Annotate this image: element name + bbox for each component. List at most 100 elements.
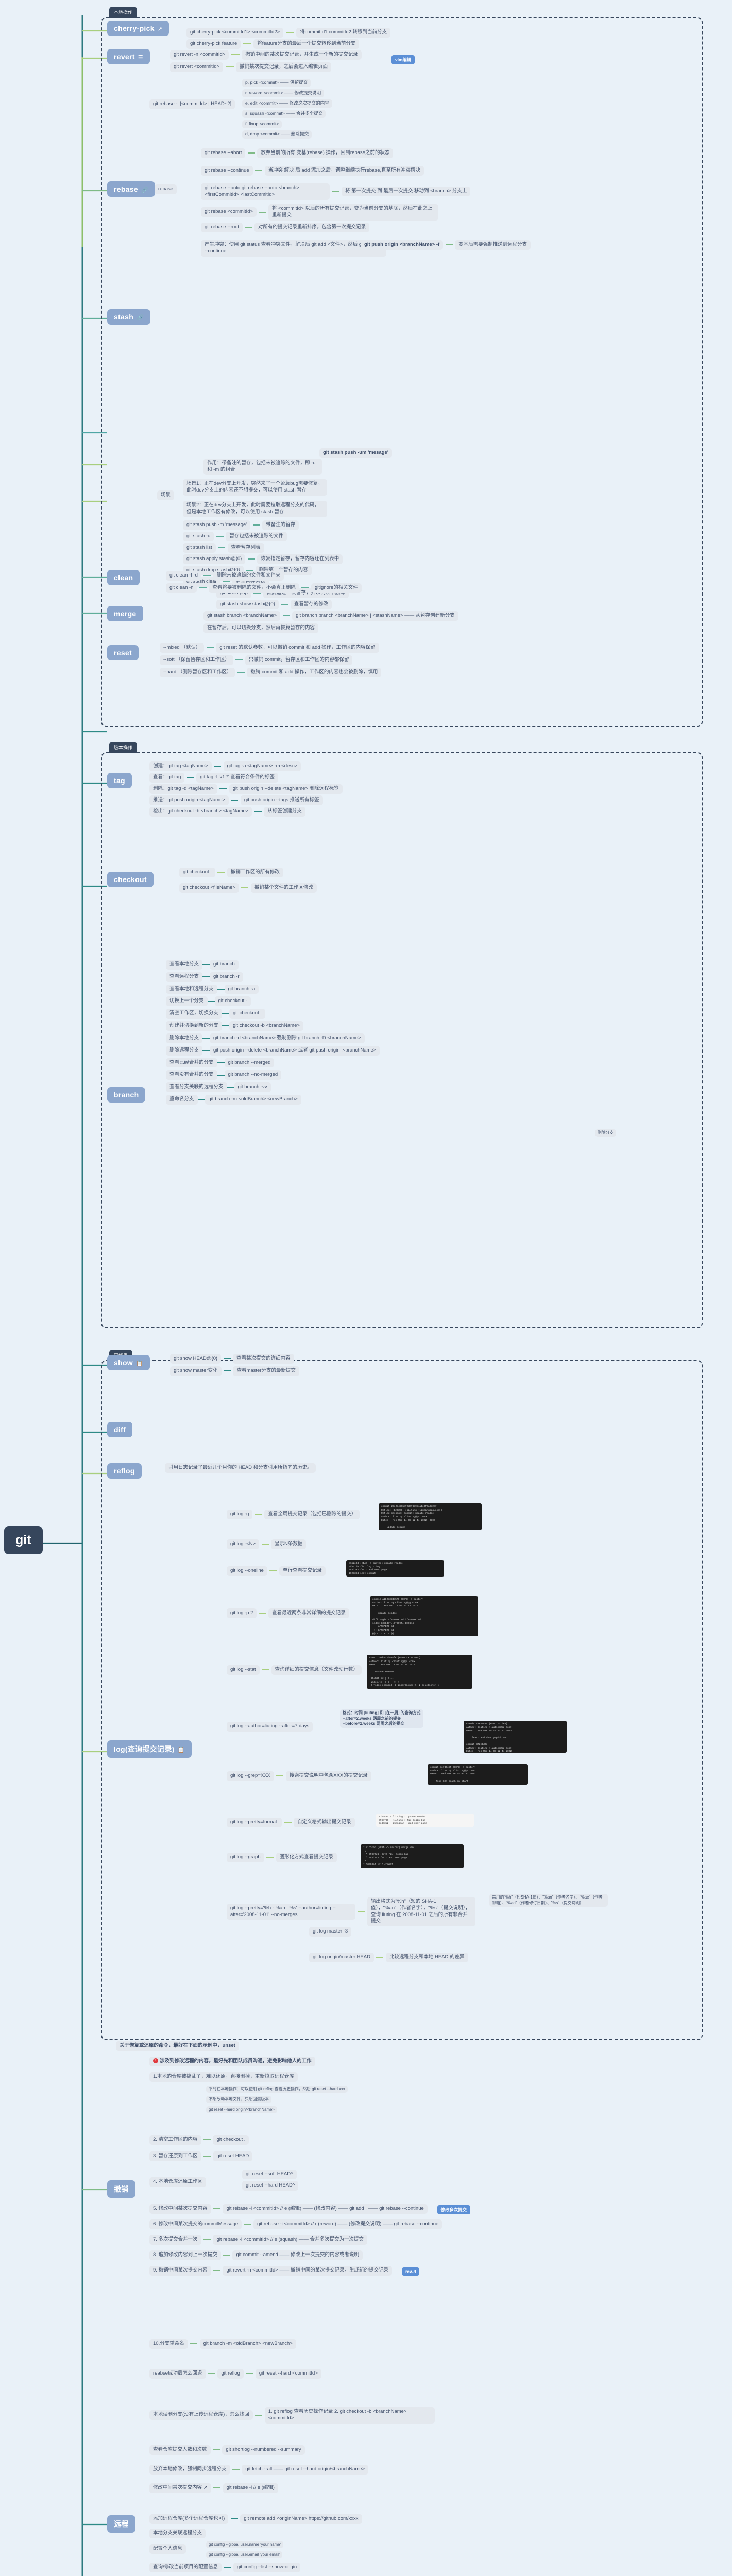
cmd[interactable]: git rebase --onto git rebase --onto <bra…: [201, 183, 330, 200]
cmd[interactable]: git checkout .: [213, 2135, 249, 2145]
cmd[interactable]: git log --graph: [227, 1853, 264, 1862]
cmd[interactable]: git rebase -i [<commitId> | HEAD~2]: [149, 99, 235, 109]
cmd[interactable]: git reset --hard HEAD^: [242, 2180, 299, 2191]
cmd[interactable]: git branch -m <oldBranch> <newBranch>: [205, 1094, 301, 1105]
cmd[interactable]: git checkout <fileName>: [179, 883, 239, 893]
cmd[interactable]: git log master -3: [309, 1927, 352, 1937]
cmd[interactable]: git config --list --show-origin: [233, 2563, 301, 2572]
cmd[interactable]: git revert -n <commitId> —— 撤销中间的某次提交记录，…: [223, 2266, 393, 2276]
cmd[interactable]: git rebase -i <commitId> // s (squash) —…: [213, 2235, 368, 2245]
branch-branch[interactable]: branch: [107, 1087, 146, 1103]
cmd[interactable]: git reset --hard origin/<branchName>: [206, 2106, 277, 2114]
cmd[interactable]: 1. git reflog 查看历史操作记录 2. git checkout -…: [264, 2407, 435, 2424]
cmd[interactable]: git stash branch <branchName>: [203, 611, 281, 621]
cmd[interactable]: git log --stat: [227, 1665, 260, 1675]
branch-tag[interactable]: tag: [107, 773, 132, 788]
cmd[interactable]: git branch -d <branchName> 强制删除 git bran…: [210, 1033, 365, 1043]
branch-cherry-pick[interactable]: cherry-pick↗: [107, 21, 169, 36]
cmd[interactable]: git checkout .: [229, 1009, 265, 1019]
branch-merge[interactable]: merge: [107, 606, 143, 621]
cmd[interactable]: 检出：git checkout -b <branch> <tagName>: [149, 807, 252, 817]
branch-rebase[interactable]: rebase🔗: [107, 181, 155, 197]
cmd[interactable]: git rebase <commitId>: [201, 207, 257, 217]
branch-show[interactable]: show📋: [107, 1355, 150, 1370]
cmd[interactable]: 推送：git push origin <tagName>: [149, 795, 229, 805]
cmd[interactable]: git clean -f -d: [166, 571, 201, 581]
cmd[interactable]: git config --global user.name 'your name…: [206, 2540, 283, 2549]
branch-stash[interactable]: stash🔗: [107, 309, 151, 325]
cmd[interactable]: git branch -a: [224, 984, 259, 994]
cmd[interactable]: git remote add <originName> https://gith…: [240, 2514, 362, 2524]
cmd[interactable]: git log -g: [227, 1510, 253, 1519]
cmd[interactable]: git rebase --continue: [201, 166, 253, 176]
cmd[interactable]: git shortlog --numbered --summary: [222, 2445, 305, 2455]
tag-child-1: 创建：git tag <tagName> git tag -a <tagName…: [149, 761, 301, 771]
cmd2[interactable]: git reset --hard <commitId>: [255, 2369, 321, 2379]
cmd[interactable]: git revert -n <commitId>: [170, 50, 229, 60]
cmd[interactable]: git rebase -i // e (编辑): [223, 2483, 278, 2493]
cmd[interactable]: git config --global user.email 'your ema…: [206, 2551, 283, 2559]
cmd[interactable]: git branch -vv: [234, 1082, 271, 1092]
cmd[interactable]: 平时在本地操作：可以使用 git reflog 查看历史操作，然后 git re…: [206, 2085, 348, 2093]
cmd[interactable]: git stash apply stash@{0}: [183, 554, 246, 564]
cmd[interactable]: git fetch --all —— git reset --hard orig…: [242, 2465, 369, 2475]
cmd[interactable]: git reset --soft HEAD^: [242, 2170, 297, 2179]
cmd[interactable]: --hard （删除暂存区和工作区）: [160, 668, 235, 677]
revert-label: revert: [114, 53, 135, 61]
branch-checkout[interactable]: checkout: [107, 872, 154, 887]
branch-reset[interactable]: reset: [107, 645, 139, 660]
cmd[interactable]: git stash push -m 'message': [183, 520, 251, 530]
show-label: show: [114, 1359, 133, 1367]
cmd[interactable]: git branch --no-merged: [224, 1070, 282, 1080]
cmd[interactable]: git checkout .: [179, 868, 215, 877]
rebase-i-cmd[interactable]: git rebase -i [<commitId> | HEAD~2]: [149, 99, 235, 109]
cmd[interactable]: git log --grep=XXX: [227, 1771, 274, 1781]
branch-reflog[interactable]: reflog: [107, 1463, 142, 1479]
cmd[interactable]: git stash list: [183, 543, 216, 553]
cmd[interactable]: git clean -n: [166, 583, 197, 593]
cmd[interactable]: git branch -r: [210, 972, 243, 982]
branch-log[interactable]: log(查询提交记录)📋: [107, 1740, 192, 1758]
cmd[interactable]: git log --oneline: [227, 1566, 267, 1576]
text: 本地误删分支(没有上传远程仓库)，怎么找回: [149, 2410, 253, 2420]
cmd[interactable]: git show HEAD@{0}: [170, 1354, 222, 1364]
cmd[interactable]: git revert <commitId>: [170, 62, 224, 72]
cmd[interactable]: git branch --merged: [224, 1058, 275, 1068]
cmd[interactable]: git rebase --abort: [201, 148, 246, 158]
cmd[interactable]: git rebase -i <commitId> // r (reword) —…: [253, 2219, 442, 2229]
cmd[interactable]: git log --pretty='%h - %an : %s' --autho…: [227, 1903, 355, 1920]
cmd[interactable]: git reflog: [217, 2369, 244, 2379]
cmd[interactable]: --soft （保留暂存区和工作区）: [160, 655, 233, 665]
cmd[interactable]: git stash show stash@{0}: [216, 600, 279, 609]
cmd[interactable]: git checkout -: [214, 996, 251, 1007]
cmd[interactable]: git log origin/master HEAD: [309, 1953, 374, 1962]
cmd[interactable]: git rebase -i <commitId> // e (编辑) —— (修…: [223, 2204, 428, 2214]
branch-remote[interactable]: 远程: [107, 2515, 135, 2533]
cmd[interactable]: git show master变化: [170, 1366, 222, 1376]
branch-diff[interactable]: diff: [107, 1422, 132, 1437]
cmd[interactable]: git branch: [210, 960, 239, 970]
cmd[interactable]: git reset HEAD: [213, 2151, 253, 2161]
cmd[interactable]: git checkout -b <branchName>: [229, 1021, 303, 1031]
branch-revert[interactable]: revert☰: [107, 49, 150, 64]
cmd[interactable]: git push origin <branchName> -f: [361, 240, 444, 250]
cmd[interactable]: git stash push -um 'mesage': [319, 448, 392, 458]
cmd[interactable]: git cherry-pick <commitId1> <commitId2>: [186, 28, 284, 38]
branch-clean[interactable]: clean: [107, 570, 140, 585]
cmd[interactable]: git log --pretty=format:: [227, 1818, 282, 1827]
root-node[interactable]: git: [4, 1526, 43, 1554]
cmd[interactable]: git rebase --root: [201, 223, 243, 232]
cmd[interactable]: git log -<N>: [227, 1539, 260, 1549]
cmd[interactable]: git log --author=liuting --after=7.days: [227, 1722, 313, 1732]
cmd[interactable]: git commit --amend —— 修改上一次提交的内容或者说明: [232, 2250, 363, 2260]
cmd[interactable]: 创建：git tag <tagName>: [149, 761, 212, 771]
branch-recover[interactable]: 撤销: [107, 2180, 135, 2198]
cmd[interactable]: git cherry-pick feature: [186, 39, 241, 49]
cmd[interactable]: --mixed （默认）: [160, 643, 205, 653]
cmd[interactable]: 删除：git tag -d <tagName>: [149, 784, 217, 794]
cmd[interactable]: git branch -m <oldBranch> <newBranch>: [199, 2339, 296, 2349]
cmd[interactable]: git stash -u: [183, 532, 214, 541]
cmd[interactable]: 查看：git tag: [149, 773, 185, 783]
cmd[interactable]: git push origin --delete <branchName> 或者…: [210, 1045, 380, 1056]
cmd[interactable]: git log -p 2: [227, 1608, 257, 1618]
